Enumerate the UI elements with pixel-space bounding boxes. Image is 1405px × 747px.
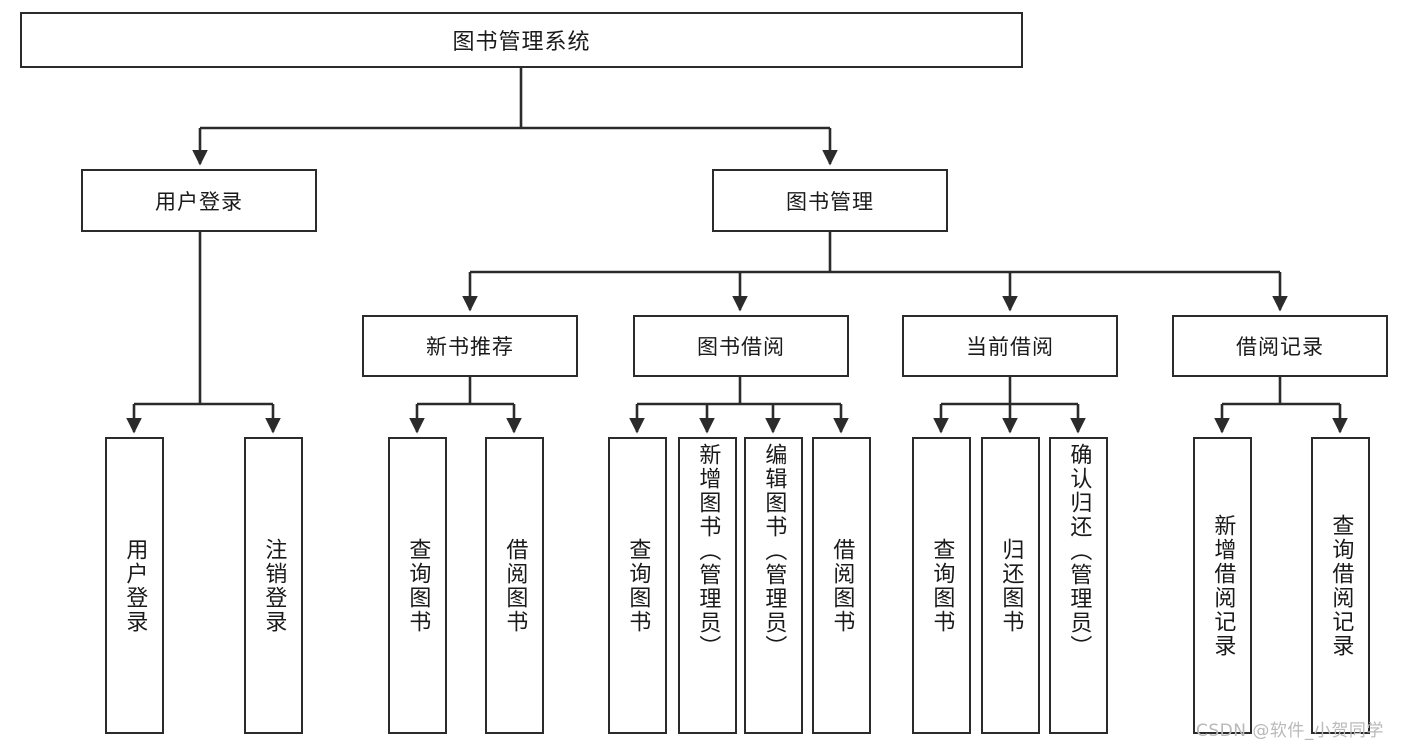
node-root-book-management-system[interactable]: 图书管理系统	[20, 12, 1023, 68]
leaf-user-login-signout[interactable]: 注销登录	[244, 437, 303, 734]
leaf-new-book-borrow[interactable]: 借阅图书	[485, 437, 544, 734]
leaf-book-borrow-borrow[interactable]: 借阅图书	[812, 437, 871, 734]
node-user-login[interactable]: 用户登录	[81, 169, 317, 232]
node-current-borrow[interactable]: 当前借阅	[902, 315, 1118, 377]
leaf-borrow-record-add[interactable]: 新增借阅记录	[1193, 437, 1252, 734]
node-new-book-recommend[interactable]: 新书推荐	[362, 315, 578, 377]
node-book-management[interactable]: 图书管理	[712, 169, 948, 232]
leaf-user-login-signin[interactable]: 用户登录	[105, 437, 164, 734]
leaf-new-book-query[interactable]: 查询图书	[388, 437, 447, 734]
leaf-book-borrow-add-admin[interactable]: 新增图书（管理员）	[678, 437, 737, 734]
leaf-current-borrow-return[interactable]: 归还图书	[981, 437, 1040, 734]
leaf-book-borrow-query[interactable]: 查询图书	[608, 437, 667, 734]
node-book-borrow[interactable]: 图书借阅	[633, 315, 849, 377]
leaf-book-borrow-edit-admin[interactable]: 编辑图书（管理员）	[744, 437, 803, 734]
leaf-current-borrow-query[interactable]: 查询图书	[912, 437, 971, 734]
csdn-watermark: CSDN @软件_小贺同学	[1196, 721, 1384, 741]
leaf-current-borrow-confirm-return-admin[interactable]: 确认归还（管理员）	[1049, 437, 1108, 734]
node-borrow-record[interactable]: 借阅记录	[1172, 315, 1388, 377]
leaf-borrow-record-query[interactable]: 查询借阅记录	[1311, 437, 1370, 734]
